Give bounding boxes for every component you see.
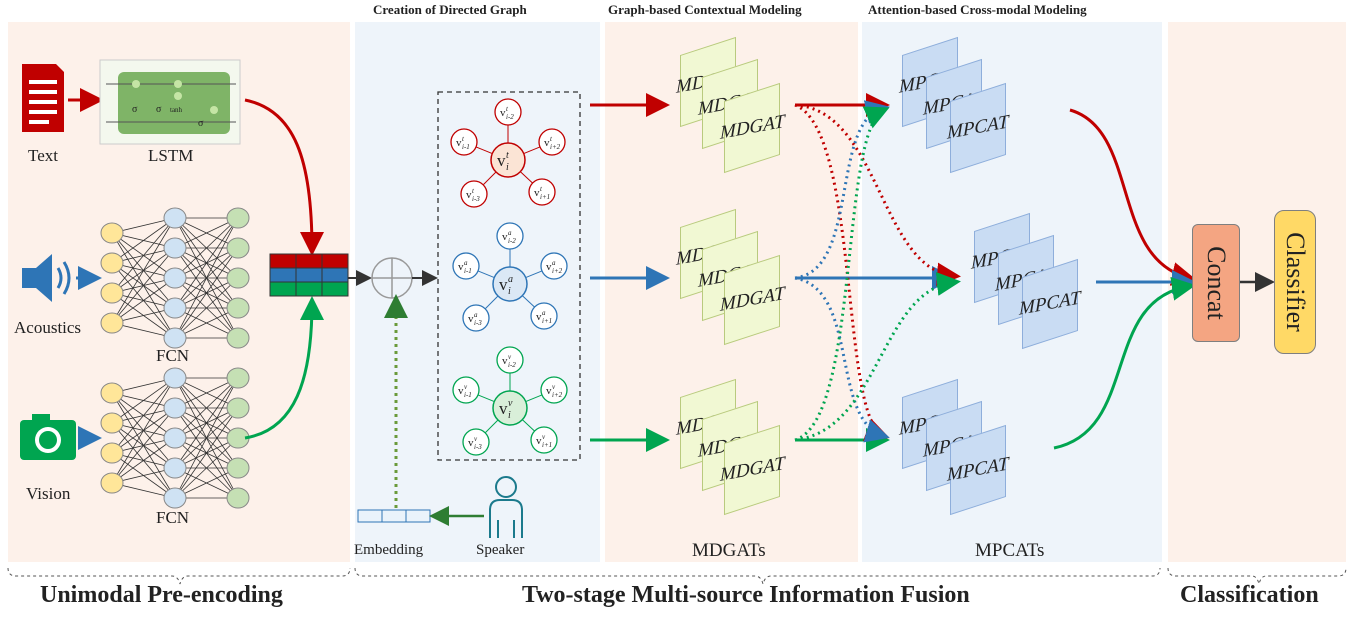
fcn-network-vision <box>100 367 250 509</box>
svg-text:v: v <box>546 385 552 397</box>
concat-block: Concat <box>1192 224 1240 342</box>
person-icon <box>489 476 523 538</box>
label-fcn-acoustics: FCN <box>156 346 190 365</box>
svg-text:v: v <box>458 261 464 273</box>
svg-text:i-3: i-3 <box>474 319 482 327</box>
label-text: Text <box>28 146 58 165</box>
svg-text:v: v <box>456 137 462 149</box>
fcn-network-acoustics <box>100 207 250 349</box>
svg-text:v: v <box>502 355 508 367</box>
svg-text:v: v <box>497 151 506 170</box>
svg-text:v: v <box>458 385 464 397</box>
svg-text:v: v <box>536 311 542 323</box>
svg-text:i: i <box>506 162 509 173</box>
label-speaker: Speaker <box>476 542 525 558</box>
svg-text:t: t <box>506 105 509 113</box>
svg-text:σ: σ <box>156 104 162 115</box>
svg-text:v: v <box>474 435 478 443</box>
svg-text:a: a <box>464 259 468 267</box>
svg-text:i-3: i-3 <box>472 195 480 203</box>
svg-text:tanh: tanh <box>170 106 183 114</box>
svg-text:v: v <box>499 399 508 418</box>
svg-text:i-1: i-1 <box>464 391 472 399</box>
svg-text:v: v <box>500 107 506 119</box>
speaker-embedding-icon <box>357 509 431 523</box>
svg-text:v: v <box>468 437 474 449</box>
classifier-block: Classifier <box>1274 210 1316 354</box>
svg-text:v: v <box>468 313 474 325</box>
svg-text:a: a <box>542 309 546 317</box>
svg-text:i: i <box>508 286 511 297</box>
svg-text:t: t <box>472 187 475 195</box>
text-document-icon <box>22 64 64 132</box>
svg-text:a: a <box>552 259 556 267</box>
svg-text:σ: σ <box>132 104 138 115</box>
lstm-cell-icon: σ σ tanh σ <box>99 59 241 145</box>
svg-text:i+1: i+1 <box>542 317 552 325</box>
title-directed-graph: Creation of Directed Graph <box>373 2 527 17</box>
svg-text:t: t <box>540 185 543 193</box>
svg-text:v: v <box>464 383 468 391</box>
svg-text:i+2: i+2 <box>552 391 563 399</box>
label-mdgats: MDGATs <box>692 540 766 561</box>
feature-concat-block <box>269 253 349 297</box>
svg-text:i-2: i-2 <box>508 237 516 245</box>
svg-text:v: v <box>502 231 508 243</box>
svg-text:t: t <box>550 135 553 143</box>
svg-text:i-2: i-2 <box>506 113 514 121</box>
camera-icon <box>20 414 76 460</box>
title-contextual: Graph-based Contextual Modeling <box>608 2 802 17</box>
svg-text:i+1: i+1 <box>542 441 552 449</box>
svg-text:v: v <box>499 275 508 294</box>
add-operator-icon <box>371 257 413 299</box>
stage-classification: Classification <box>1180 582 1319 608</box>
svg-text:a: a <box>508 274 513 285</box>
svg-text:a: a <box>508 229 512 237</box>
svg-text:v: v <box>508 353 512 361</box>
label-vision: Vision <box>26 484 71 503</box>
svg-text:i+2: i+2 <box>552 267 563 275</box>
label-lstm: LSTM <box>148 146 194 165</box>
directed-graph-box <box>437 91 581 461</box>
svg-text:v: v <box>544 137 550 149</box>
svg-text:v: v <box>508 398 513 409</box>
stage-fusion: Two-stage Multi-source Information Fusio… <box>522 582 970 608</box>
svg-text:i+1: i+1 <box>540 193 550 201</box>
svg-text:i-1: i-1 <box>464 267 472 275</box>
svg-text:i-1: i-1 <box>462 143 470 151</box>
svg-text:v: v <box>466 189 472 201</box>
label-acoustics: Acoustics <box>14 318 82 337</box>
svg-text:v: v <box>542 433 546 441</box>
label-mpcats: MPCATs <box>975 540 1045 561</box>
title-crossmodal: Attention-based Cross-modal Modeling <box>868 2 1087 17</box>
stage-pre-encoding: Unimodal Pre-encoding <box>40 582 283 608</box>
svg-text:v: v <box>536 435 542 447</box>
speaker-icon <box>22 254 71 302</box>
svg-text:t: t <box>506 150 509 161</box>
svg-text:i-2: i-2 <box>508 361 516 369</box>
svg-text:v: v <box>546 261 552 273</box>
svg-text:a: a <box>474 311 478 319</box>
svg-text:σ: σ <box>198 118 204 129</box>
label-fcn-vision: FCN <box>156 508 190 527</box>
svg-text:i-3: i-3 <box>474 443 482 451</box>
svg-text:v: v <box>552 383 556 391</box>
label-embedding: Embedding <box>354 542 424 558</box>
svg-text:i+2: i+2 <box>550 143 561 151</box>
svg-text:t: t <box>462 135 465 143</box>
svg-text:v: v <box>534 187 540 199</box>
svg-text:i: i <box>508 410 511 421</box>
